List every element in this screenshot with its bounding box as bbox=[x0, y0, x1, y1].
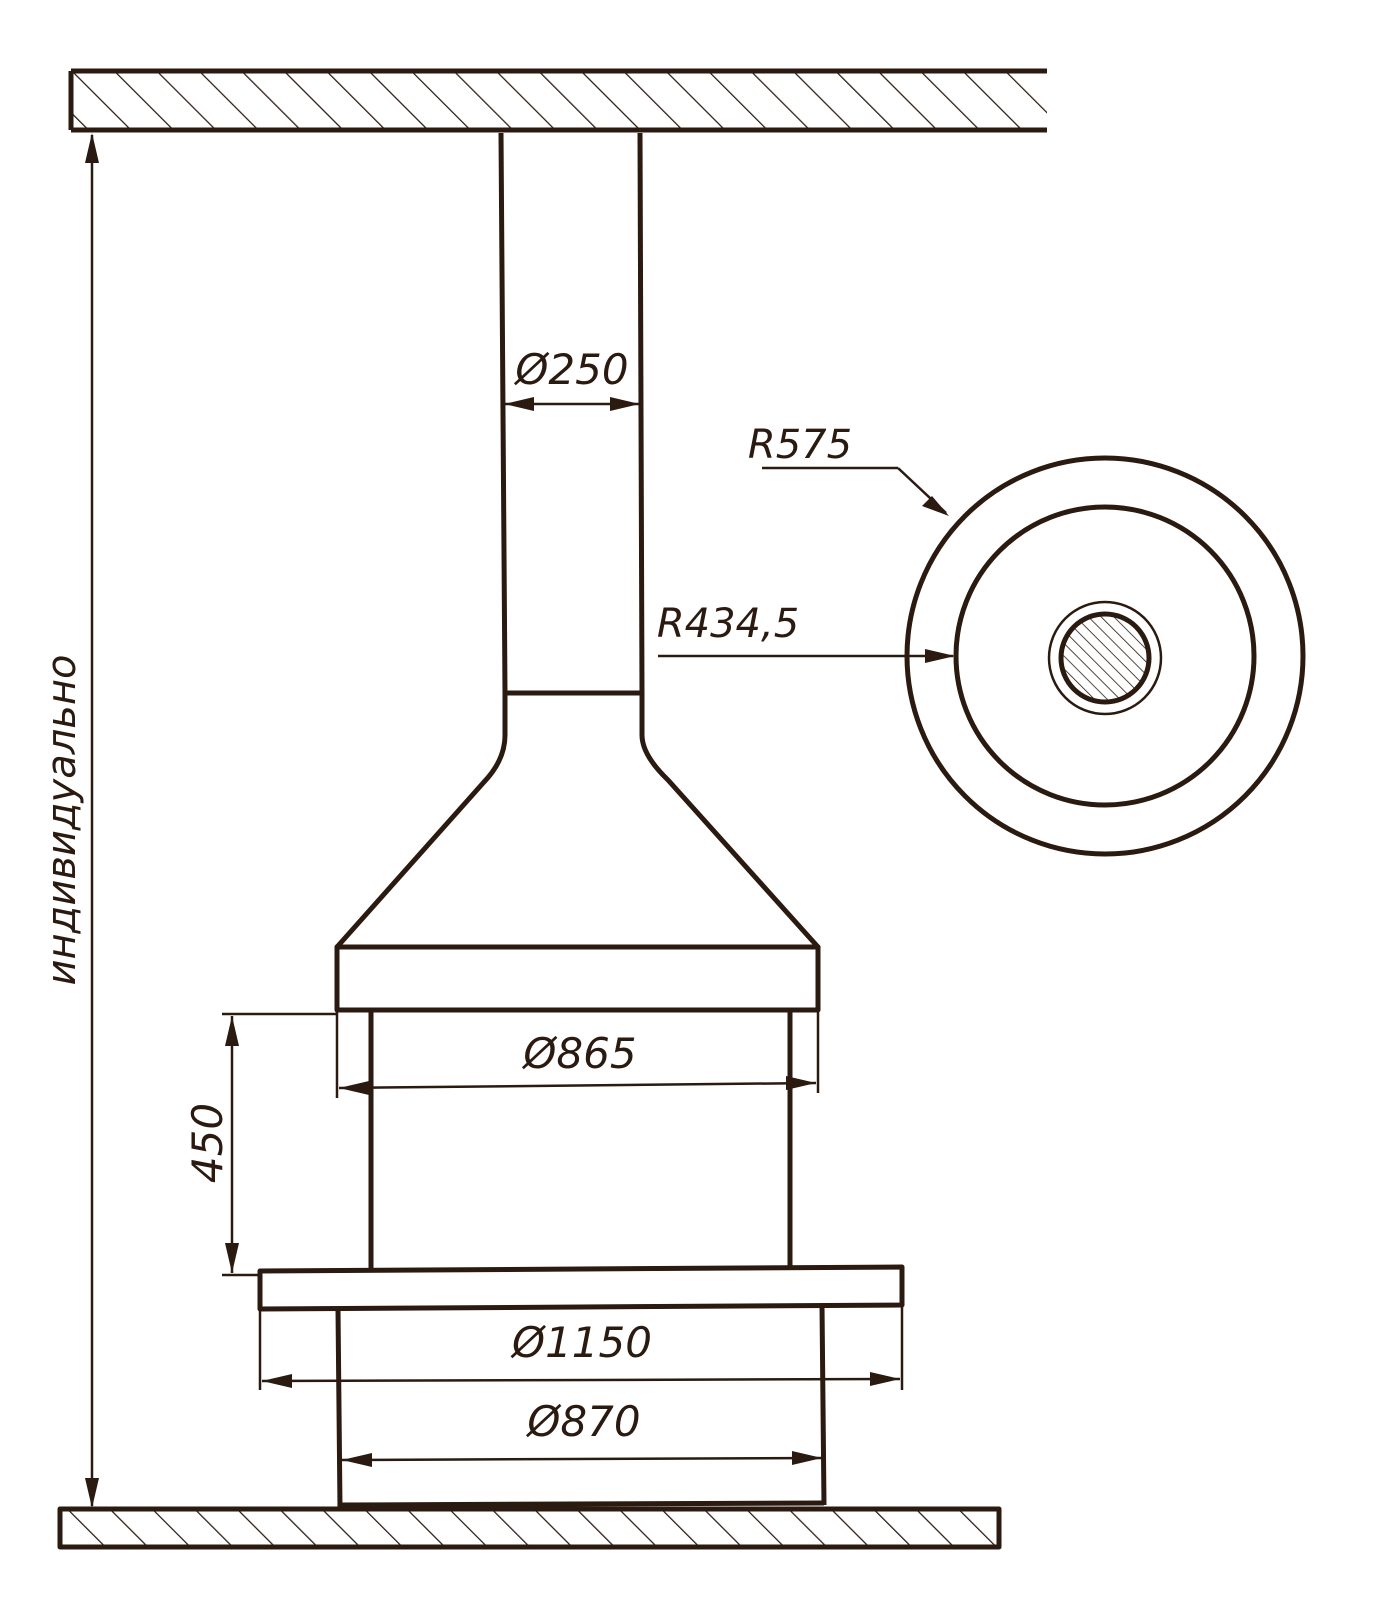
floor-slab bbox=[57, 1506, 1002, 1550]
plan-view bbox=[904, 455, 1306, 857]
firebox-diameter-label: Ø865 bbox=[521, 1029, 636, 1078]
plan-inner-circle bbox=[953, 504, 1257, 808]
outer-radius-leader: R575 bbox=[748, 422, 949, 516]
pipe-diameter-label: Ø250 bbox=[513, 345, 628, 394]
firebox-height-label: 450 bbox=[183, 1103, 232, 1183]
base-diameter-label: Ø870 bbox=[525, 1397, 640, 1446]
hood-collar bbox=[334, 944, 821, 1013]
base-pedestal bbox=[335, 1304, 827, 1509]
plan-pipe-section bbox=[1058, 611, 1152, 705]
ceiling-slab bbox=[68, 68, 1047, 133]
firebox-body bbox=[368, 1010, 793, 1271]
hearth-diameter-dimension: Ø1150 bbox=[258, 1305, 904, 1390]
hood-cone bbox=[334, 693, 821, 950]
inner-radius-leader: R434,5 bbox=[657, 601, 955, 663]
firebox-diameter-dimension: Ø865 bbox=[335, 1010, 820, 1098]
firebox-height-dimension: 450 bbox=[183, 1012, 337, 1277]
base-diameter-dimension: Ø870 bbox=[341, 1397, 823, 1467]
pipe-diameter-dimension: Ø250 bbox=[504, 345, 640, 411]
plan-pipe-ring bbox=[1047, 600, 1163, 716]
chimney-pipe bbox=[498, 132, 645, 696]
hearth-plate bbox=[257, 1264, 905, 1312]
overall-height-dimension: индивидуально bbox=[39, 133, 99, 1508]
inner-radius-label: R434,5 bbox=[657, 601, 799, 647]
height-label: индивидуально bbox=[39, 655, 85, 986]
hearth-diameter-label: Ø1150 bbox=[510, 1318, 652, 1367]
outer-radius-label: R575 bbox=[748, 422, 852, 468]
